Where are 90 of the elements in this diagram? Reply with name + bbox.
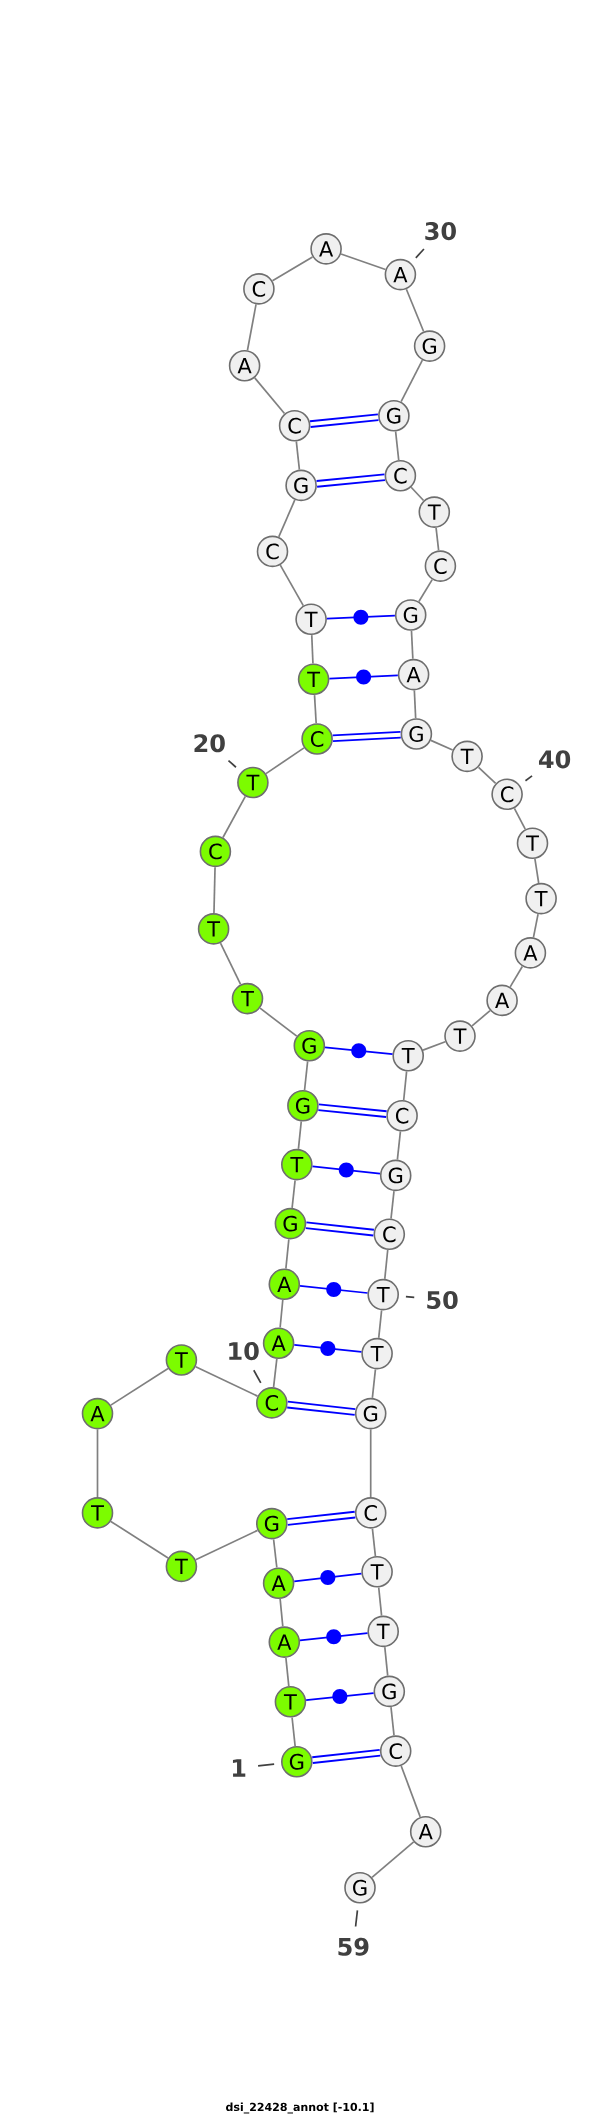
backbone-line <box>310 634 314 665</box>
base-pair-line <box>326 609 396 625</box>
backbone-line <box>213 866 216 914</box>
backbone-line <box>271 256 314 282</box>
backbone-line <box>279 1299 284 1329</box>
base-pair-line <box>305 1221 374 1237</box>
leader-line <box>227 759 237 769</box>
backbone-line <box>405 288 425 333</box>
position-number: 20 <box>194 734 225 753</box>
position-number: 50 <box>427 1290 458 1310</box>
backbone-line <box>400 359 424 403</box>
backbone-line <box>109 1367 169 1406</box>
backbone-line <box>259 1007 298 1037</box>
backbone-line <box>435 526 440 552</box>
backbone-line <box>297 1120 303 1150</box>
backbone-line <box>377 1586 383 1617</box>
backbone-line <box>285 1238 290 1270</box>
backbone-line <box>194 1529 259 1561</box>
backbone-line <box>418 578 434 603</box>
base-pair-line <box>316 473 386 488</box>
leader-line <box>354 1909 359 1928</box>
backbone-line <box>313 694 318 725</box>
backbone-line <box>194 1365 259 1397</box>
backbone-line <box>371 1368 377 1399</box>
base-pair-line <box>309 413 379 428</box>
backbone-line <box>371 1527 377 1557</box>
base-pair-line <box>324 1043 394 1059</box>
backbone-line <box>222 795 247 839</box>
backbone-line <box>410 629 414 660</box>
backbone-line <box>513 807 527 831</box>
backbone-line <box>413 689 417 720</box>
backbone-line <box>219 942 242 986</box>
position-number: 30 <box>425 222 456 241</box>
base-pair-line <box>332 731 401 742</box>
leader-line <box>415 248 425 259</box>
backbone-line <box>390 1706 395 1737</box>
backbone-line <box>371 1841 415 1879</box>
backbone-line <box>303 1060 309 1091</box>
position-number: 59 <box>338 1937 369 1956</box>
backbone-line <box>402 1070 408 1101</box>
backbone-line <box>430 739 454 751</box>
base-pair-line <box>318 1103 387 1118</box>
backbone-line <box>394 430 400 461</box>
backbone-line <box>534 857 540 884</box>
backbone-line <box>279 564 305 607</box>
backbone-line <box>422 1040 447 1051</box>
backbone-line <box>383 1249 389 1280</box>
backbone-line <box>377 1309 383 1339</box>
base-pair-line <box>312 1749 381 1764</box>
backbone-line <box>279 1598 284 1628</box>
backbone-line <box>509 965 524 988</box>
base-pair-line <box>328 669 399 685</box>
backbone-line <box>253 377 286 415</box>
position-number: 40 <box>539 750 571 769</box>
base-pair-line <box>299 1629 369 1645</box>
backbone-line <box>532 913 539 939</box>
backbone-line <box>340 253 387 271</box>
base-pair-line <box>305 1689 375 1705</box>
backbone-line <box>272 1358 278 1389</box>
backbone-line <box>396 1130 402 1161</box>
backbone-line <box>390 1190 395 1220</box>
leader-line <box>257 1763 275 1767</box>
base-pair-line <box>299 1281 369 1297</box>
position-number: 1 <box>232 1759 246 1777</box>
backbone-line <box>383 1646 389 1677</box>
backbone-line <box>295 440 301 471</box>
backbone-line <box>477 766 497 785</box>
base-pair-line <box>293 1570 363 1585</box>
backbone-line <box>109 1520 169 1559</box>
base-pair-line <box>293 1340 363 1356</box>
backbone-line <box>246 303 257 352</box>
backbone-line <box>272 1538 278 1569</box>
backbone-line <box>369 1428 372 1498</box>
backbone-line <box>285 1657 290 1687</box>
backbone-line <box>410 486 425 502</box>
backbone-line <box>471 1009 491 1027</box>
backbone-line <box>265 747 305 775</box>
base-pair-line <box>287 1400 356 1416</box>
caption: dsi_22428_annot [-10.1] <box>226 2102 374 2114</box>
leader-line <box>524 775 533 782</box>
base-pair-line <box>311 1162 381 1178</box>
backbone-line <box>96 1428 99 1498</box>
leader-line <box>405 1295 416 1299</box>
backbone-line <box>277 499 296 538</box>
backbone-line <box>291 1716 296 1747</box>
base-pair-line <box>287 1510 356 1526</box>
leader-line <box>252 1369 262 1384</box>
backbone-line <box>291 1179 296 1209</box>
backbone-line <box>400 1765 422 1818</box>
position-number: 10 <box>229 1342 259 1361</box>
